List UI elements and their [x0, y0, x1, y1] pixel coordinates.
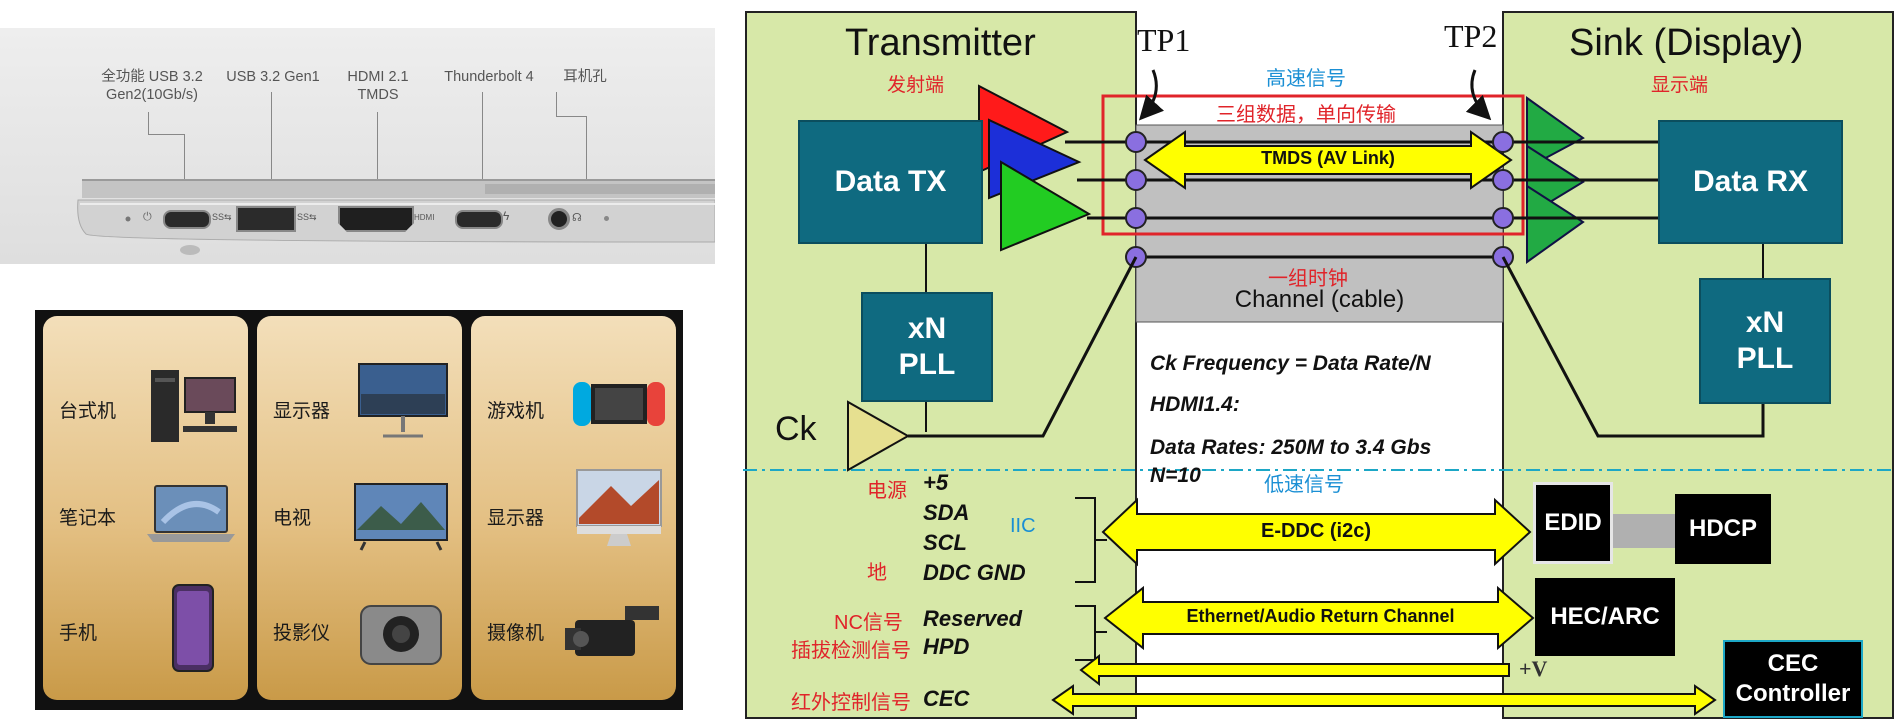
phone-image [172, 584, 214, 672]
device-label-desktop: 台式机 [59, 401, 117, 422]
sink-cn: 显示端 [1651, 75, 1709, 96]
port-label-thunderbolt: Thunderbolt 4 [444, 69, 534, 85]
port-label-hdmi: HDMI 2.1 TMDS [347, 69, 409, 103]
port-label-headphone: 耳机孔 [563, 69, 607, 85]
sig-ddc-gnd: DDC GND [923, 560, 1026, 585]
ck-label: Ck [775, 410, 817, 448]
low-speed-label: 低速信号 [1264, 474, 1344, 496]
transmitter-title: Transmitter [845, 22, 1036, 64]
device-label-tv: 电视 [273, 508, 312, 529]
power-icon: ⏻ [143, 211, 152, 223]
usb-c-port[interactable] [163, 210, 211, 229]
transmitter-cn: 发射端 [887, 75, 945, 96]
cec-cn-label: 红外控制信号 [791, 692, 911, 714]
usb-a-port[interactable] [236, 206, 296, 232]
power-cn-label: 电源 [867, 480, 907, 502]
laptop-image [147, 485, 235, 542]
sig-scl: SCL [923, 530, 967, 555]
hpd-arrow [1079, 653, 1510, 687]
ddc-bracket [1075, 497, 1107, 583]
sig-hpd: HPD [923, 634, 970, 659]
desktop-pc-image [151, 370, 237, 442]
ethernet-arc-arrow [1103, 585, 1535, 651]
hpd-cn-label: 插拔检测信号 [791, 640, 911, 662]
device-label-monitor: 显示器 [273, 401, 331, 422]
note-hdmi14: HDMI1.4: [1150, 393, 1240, 416]
usb-ss-icon: SS⇆ [212, 212, 232, 222]
port-label-usb32-gen2: 全功能 USB 3.2 Gen2(10Gb/s) [101, 69, 203, 103]
rx-receiver-1 [1526, 96, 1585, 170]
device-label-laptop: 笔记本 [59, 508, 117, 529]
headphone-jack[interactable] [548, 208, 570, 230]
source-devices-card: 台式机 笔记本 手机 [43, 316, 248, 700]
hec-arc-block: HEC/ARC [1535, 578, 1675, 656]
tmds-label: TMDS (AV Link) [1261, 148, 1395, 168]
edid-block: EDID [1533, 482, 1613, 564]
sink-title: Sink (Display) [1569, 22, 1804, 64]
sig-reserved: Reserved [923, 606, 1023, 631]
status-dot [604, 216, 609, 221]
tv-image [354, 483, 448, 551]
sig-sda: SDA [923, 500, 970, 525]
usb-ss-icon-2: SS⇆ [297, 212, 317, 222]
nc-cn-label: NC信号 [834, 612, 903, 634]
note-data-rates: Data Rates: 250M to 3.4 Gbs [1150, 436, 1432, 459]
thunderbolt-icon: ϟ [503, 209, 510, 223]
game-console-image [573, 382, 665, 426]
device-label-game-console: 游戏机 [487, 401, 545, 422]
eddc-label: E-DDC (i2c) [1260, 520, 1371, 542]
other-devices-card: 游戏机 显示器 摄像机 [471, 316, 676, 700]
tp1-pointer [1138, 69, 1164, 121]
hdmi-port-text: HDMI [414, 213, 435, 222]
display-devices-card: 显示器 电视 投影仪 [257, 316, 462, 700]
tx-driver-green [1000, 160, 1092, 252]
iic-label: IIC [1010, 515, 1036, 537]
eddc-arrow [1101, 497, 1532, 567]
device-categories-panel: 台式机 笔记本 手机 显示器 电视 投影仪 [35, 310, 683, 710]
high-speed-label: 高速信号 [1266, 68, 1346, 90]
headphone-icon: ☊ [572, 212, 582, 224]
ck-buffer [847, 400, 911, 472]
ground-cn-label: 地 [867, 562, 887, 584]
imac-image [576, 469, 662, 546]
ethernet-arc-label: Ethernet/Audio Return Channel [1186, 606, 1455, 626]
tmds-arrow [1143, 130, 1513, 190]
data-tx-block: Data TX [798, 120, 983, 244]
sig-cec: CEC [923, 686, 970, 711]
device-label-monitor-2: 显示器 [487, 508, 545, 529]
thunderbolt-port[interactable] [455, 210, 503, 229]
rx-receiver-3 [1526, 184, 1585, 264]
data-rx-block: Data RX [1658, 120, 1843, 244]
sig-plus5: +5 [923, 470, 949, 495]
projector-image [360, 605, 442, 665]
device-label-projector: 投影仪 [273, 623, 331, 644]
channel-label: Channel (cable) [1234, 286, 1405, 313]
tp2-pointer [1465, 69, 1492, 121]
port-label-usb32-gen1: USB 3.2 Gen1 [226, 69, 320, 85]
device-label-camcorder: 摄像机 [487, 623, 545, 644]
hdmi-port[interactable] [338, 206, 414, 232]
one-clock-label: 一组时钟 [1268, 268, 1348, 290]
three-data-label: 三组数据，单向传输 [1216, 104, 1396, 126]
tp2-label: TP2 [1444, 18, 1498, 54]
note-ck-frequency: Ck Frequency = Data Rate/N [1150, 352, 1431, 375]
note-n10: N=10 [1150, 464, 1201, 487]
hdcp-block: HDCP [1675, 494, 1771, 564]
data-lanes-highlight [1101, 94, 1525, 236]
hpd-bracket [1075, 605, 1107, 661]
plus-v-label: +V [1519, 656, 1548, 681]
tp1-label: TP1 [1137, 22, 1191, 58]
camcorder-image [565, 606, 659, 656]
cec-arrow [1051, 684, 1717, 716]
monitor-image [358, 363, 448, 438]
laptop-side-view: 全功能 USB 3.2 Gen2(10Gb/s) USB 3.2 Gen1 HD… [0, 28, 715, 264]
device-label-phone: 手机 [59, 623, 98, 644]
hdmi-architecture-diagram: Transmitter 发射端 Sink (Display) 显示端 TP1 T… [743, 0, 1896, 724]
